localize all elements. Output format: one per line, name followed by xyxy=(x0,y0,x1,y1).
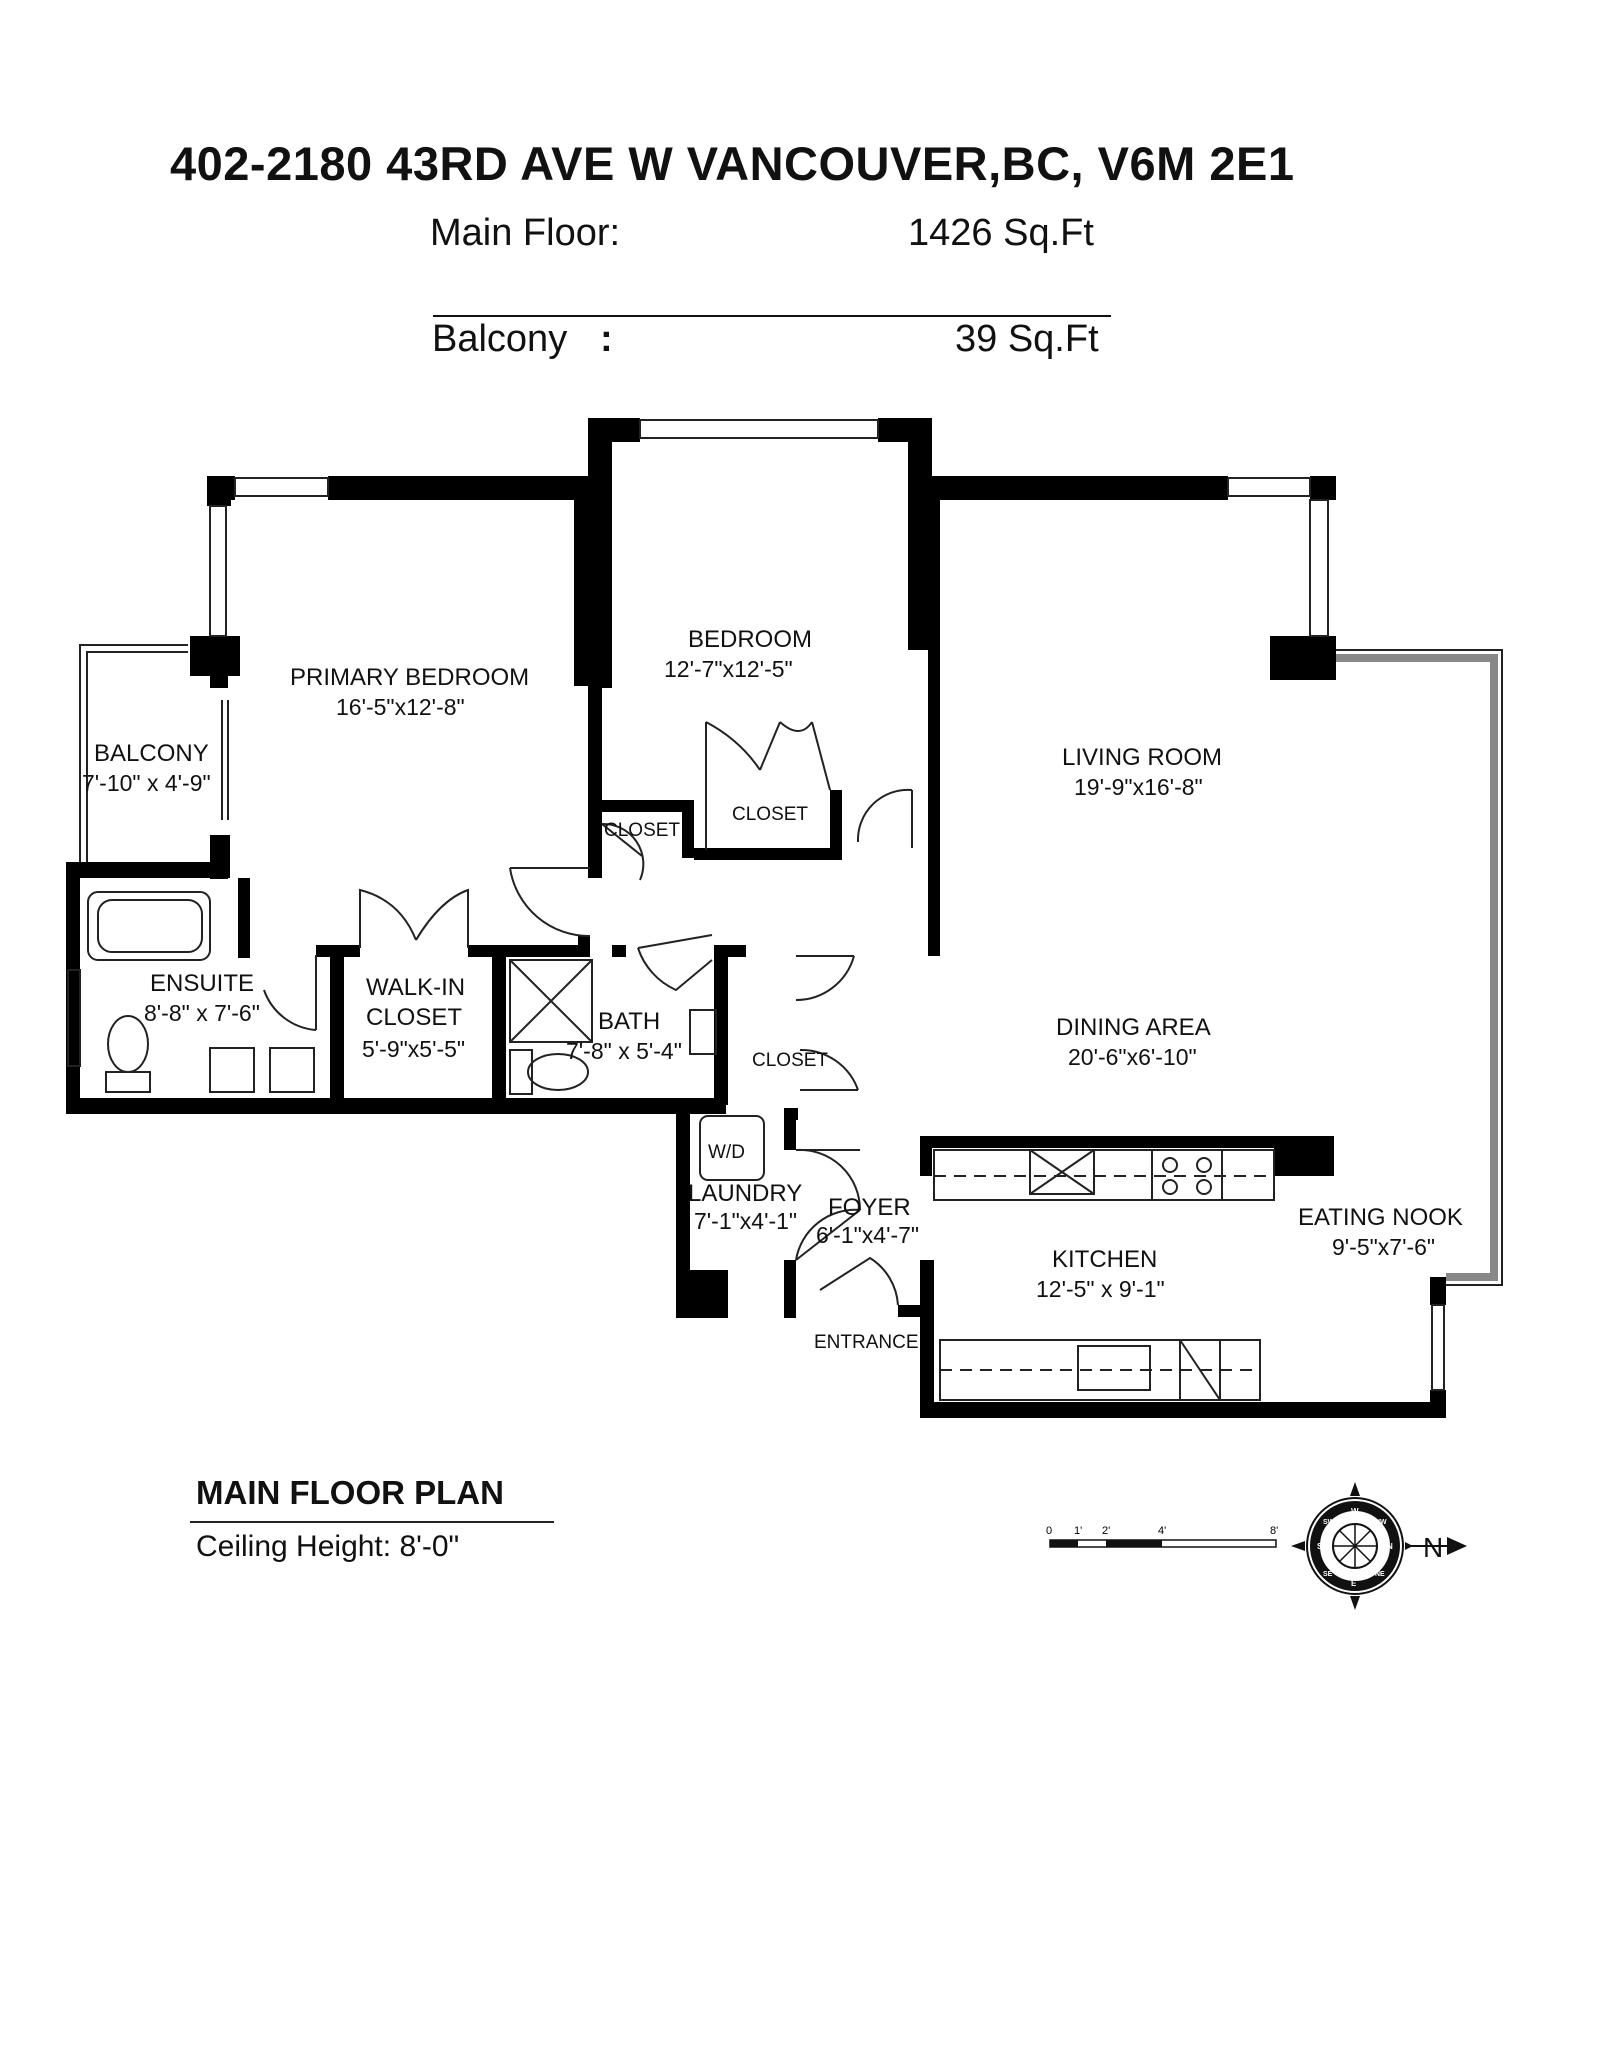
balcony-area-colon: : xyxy=(600,318,613,360)
scale-tick-0: 0 xyxy=(1046,1525,1052,1537)
property-address: 402-2180 43RD AVE W VANCOUVER,BC, V6M 2E… xyxy=(170,137,1295,190)
room-primary-bedroom-name: PRIMARY BEDROOM xyxy=(290,664,530,691)
balcony-area-value: 39 Sq.Ft xyxy=(955,318,1099,360)
room-foyer-name: FOYER xyxy=(828,1194,911,1221)
room-eating-nook-dim: 9'-5"x7'-6" xyxy=(1332,1234,1436,1260)
scale-tick-4: 4' xyxy=(1158,1525,1166,1537)
balcony-area-label: Balcony xyxy=(432,318,568,360)
room-living-room-dim: 19'-9"x16'-8" xyxy=(1074,774,1203,800)
closet-label-1: CLOSET xyxy=(604,820,681,841)
room-primary-bedroom-dim: 16'-5"x12'-8" xyxy=(336,694,465,720)
room-balcony-name: BALCONY xyxy=(94,740,209,767)
compass-letter-sw: SW xyxy=(1323,1519,1335,1526)
compass-letter-e: E xyxy=(1351,1579,1357,1588)
compass-letter-s: S xyxy=(1317,1542,1323,1551)
closet-label-2: CLOSET xyxy=(732,804,809,825)
room-dining-area-name: DINING AREA xyxy=(1056,1014,1211,1041)
room-bedroom-dim: 12'-7"x12'-5" xyxy=(664,656,793,682)
scale-bar: 0 1' 2' 4' 8' xyxy=(1046,1525,1278,1548)
room-walk-in-closet-name-2: CLOSET xyxy=(366,1004,463,1031)
ceiling-height: Ceiling Height: 8'-0" xyxy=(196,1530,460,1563)
balcony-railing xyxy=(1334,649,1503,1286)
scale-tick-1: 1' xyxy=(1074,1525,1082,1537)
compass-rose: W NW N NE E SE S SW N xyxy=(1291,1482,1467,1610)
room-foyer-dim: 6'-1"x4'-7" xyxy=(816,1222,920,1248)
compass-letter-nw: NW xyxy=(1375,1519,1387,1526)
plan-title-underline xyxy=(190,1521,554,1523)
room-laundry-name: LAUNDRY xyxy=(688,1180,803,1207)
area-divider-line xyxy=(433,315,1111,317)
main-floor-area: 1426 Sq.Ft xyxy=(908,212,1094,254)
windows xyxy=(67,419,1445,1391)
closet-label-3: CLOSET xyxy=(752,1050,829,1071)
room-living-room-name: LIVING ROOM xyxy=(1062,744,1223,771)
plan-title: MAIN FLOOR PLAN xyxy=(196,1474,504,1511)
compass-letter-se: SE xyxy=(1323,1571,1333,1578)
room-kitchen-name: KITCHEN xyxy=(1052,1246,1158,1273)
compass-letter-n: N xyxy=(1387,1542,1393,1551)
room-bath-dim: 7'-8" x 5'-4" xyxy=(566,1038,682,1064)
room-walk-in-closet-dim: 5'-9"x5'-5" xyxy=(362,1036,466,1062)
main-floor-label: Main Floor: xyxy=(430,212,621,254)
doors xyxy=(263,721,913,1306)
entrance-label: ENTRANCE xyxy=(814,1332,919,1353)
scale-tick-2: 2' xyxy=(1102,1525,1110,1537)
compass-letter-w: W xyxy=(1351,1507,1359,1516)
wd-label: W/D xyxy=(708,1142,745,1163)
compass-north-label: N xyxy=(1423,1532,1443,1563)
scale-tick-8: 8' xyxy=(1270,1525,1278,1537)
room-dining-area-dim: 20'-6"x6'-10" xyxy=(1068,1044,1197,1070)
room-kitchen-dim: 12'-5" x 9'-1" xyxy=(1036,1276,1165,1302)
room-bath-name: BATH xyxy=(598,1008,661,1035)
room-ensuite-name: ENSUITE xyxy=(150,970,255,997)
room-bedroom-name: BEDROOM xyxy=(688,626,813,653)
walls xyxy=(66,418,1446,1418)
compass-letter-ne: NE xyxy=(1375,1571,1385,1578)
room-ensuite-dim: 8'-8" x 7'-6" xyxy=(144,1000,260,1026)
room-walk-in-closet-name-1: WALK-IN xyxy=(366,974,466,1001)
room-balcony-dim: 7'-10" x 4'-9" xyxy=(82,770,211,796)
room-laundry-dim: 7'-1"x4'-1" xyxy=(694,1208,798,1234)
fixtures xyxy=(87,891,1275,1401)
room-eating-nook-name: EATING NOOK xyxy=(1298,1204,1463,1231)
balcony-outline xyxy=(79,644,188,868)
